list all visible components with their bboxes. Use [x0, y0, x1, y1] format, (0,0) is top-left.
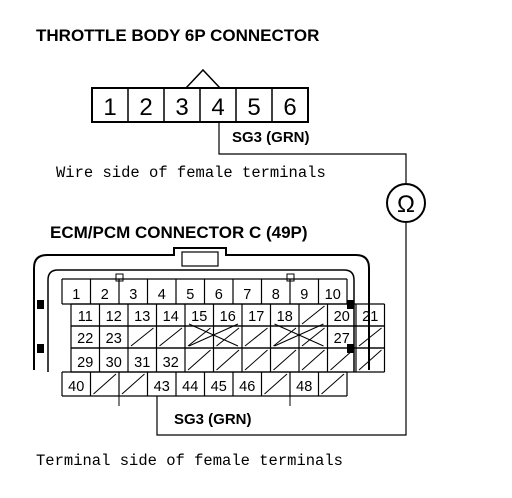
empty-cavity-mark [273, 349, 297, 371]
ecm-terminal-8: 8 [272, 287, 280, 303]
ecm-terminal-4: 4 [158, 287, 166, 303]
throttle-terminal-3: 3 [175, 94, 188, 121]
ecm-terminal-46: 46 [239, 379, 255, 395]
ecm-terminal-48: 48 [296, 379, 312, 395]
empty-cavity-mark [159, 327, 183, 347]
ecm-connector-caption: Terminal side of female terminals [36, 452, 343, 470]
throttle-connector-caption: Wire side of female terminals [56, 164, 326, 182]
ecm-terminal-22: 22 [77, 331, 93, 347]
ecm-connector-title: ECM/PCM CONNECTOR C (49P) [50, 223, 308, 242]
ecm-terminal-7: 7 [243, 287, 251, 303]
ohm-icon: Ω [397, 191, 415, 218]
empty-cavity-mark [264, 373, 288, 395]
empty-cavity-mark [273, 327, 297, 347]
empty-cavity-mark [244, 349, 268, 371]
empty-cavity-mark [358, 327, 382, 347]
ecm-terminal-40: 40 [68, 379, 84, 395]
blocked-cavity-x [274, 323, 324, 347]
empty-cavity-mark [121, 373, 145, 395]
throttle-terminal-6: 6 [283, 94, 296, 121]
ecm-terminal-5: 5 [186, 287, 194, 303]
ecm-connector-inner-housing [47, 269, 355, 372]
connector-lock-tab [185, 68, 221, 89]
empty-cavity-mark [130, 327, 154, 347]
ecm-terminal-2: 2 [101, 287, 109, 303]
ecm-terminal-6: 6 [215, 287, 223, 303]
ecm-terminal-31: 31 [134, 355, 150, 371]
ecm-connector-housing [33, 247, 370, 370]
ecm-terminal-12: 12 [106, 309, 122, 325]
sg3-wire-bottom [156, 223, 407, 436]
ecm-terminal-10: 10 [325, 287, 341, 303]
throttle-terminal-5: 5 [247, 94, 260, 121]
throttle-connector-title: THROTTLE BODY 6P CONNECTOR [36, 26, 319, 45]
empty-cavity-mark [216, 327, 240, 347]
empty-cavity-mark [358, 349, 382, 371]
ecm-terminal-1: 1 [72, 287, 80, 303]
ecm-connector-key [181, 251, 219, 267]
ecm-terminal-13: 13 [134, 309, 150, 325]
throttle-terminal-2: 2 [139, 94, 152, 121]
ecm-terminal-32: 32 [163, 355, 179, 371]
ecm-terminal-18: 18 [277, 309, 293, 325]
throttle-terminal-4: 4 [211, 94, 224, 121]
ecm-terminal-14: 14 [163, 309, 179, 325]
empty-cavity-mark [301, 349, 325, 371]
sg3-wire-top [218, 122, 407, 183]
empty-cavity-mark [244, 327, 268, 347]
ecm-terminal-20: 20 [334, 309, 350, 325]
ecm-terminal-23: 23 [106, 331, 122, 347]
ecm-terminal-9: 9 [300, 287, 308, 303]
ecm-terminal-15: 15 [191, 309, 207, 325]
ecm-terminal-45: 45 [211, 379, 227, 395]
ecm-terminal-44: 44 [182, 379, 198, 395]
ecm-terminal-21: 21 [362, 309, 378, 325]
ecm-wire-label: SG3 (GRN) [174, 411, 252, 428]
ecm-terminal-43: 43 [154, 379, 170, 395]
empty-cavity-mark [321, 373, 345, 395]
ecm-terminal-17: 17 [248, 309, 264, 325]
ecm-terminal-11: 11 [78, 309, 93, 325]
latch-left-bottom [37, 344, 44, 353]
latch-left-top [37, 300, 44, 309]
ohmmeter-symbol [386, 183, 426, 223]
empty-cavity-mark [301, 327, 325, 347]
blocked-cavity-x [188, 323, 239, 347]
empty-cavity-mark [93, 373, 117, 395]
throttle-terminal-1: 1 [103, 94, 116, 121]
ecm-terminal-16: 16 [220, 309, 236, 325]
empty-cavity-mark [301, 305, 325, 325]
throttle-wire-label: SG3 (GRN) [232, 129, 310, 146]
empty-cavity-mark [330, 349, 354, 371]
ecm-terminal-27: 27 [334, 331, 350, 347]
ecm-terminal-29: 29 [77, 355, 93, 371]
ecm-terminal-30: 30 [106, 355, 122, 371]
empty-cavity-mark [187, 349, 211, 371]
empty-cavity-mark [187, 327, 211, 347]
ecm-terminal-3: 3 [129, 287, 137, 303]
empty-cavity-mark [216, 349, 240, 371]
